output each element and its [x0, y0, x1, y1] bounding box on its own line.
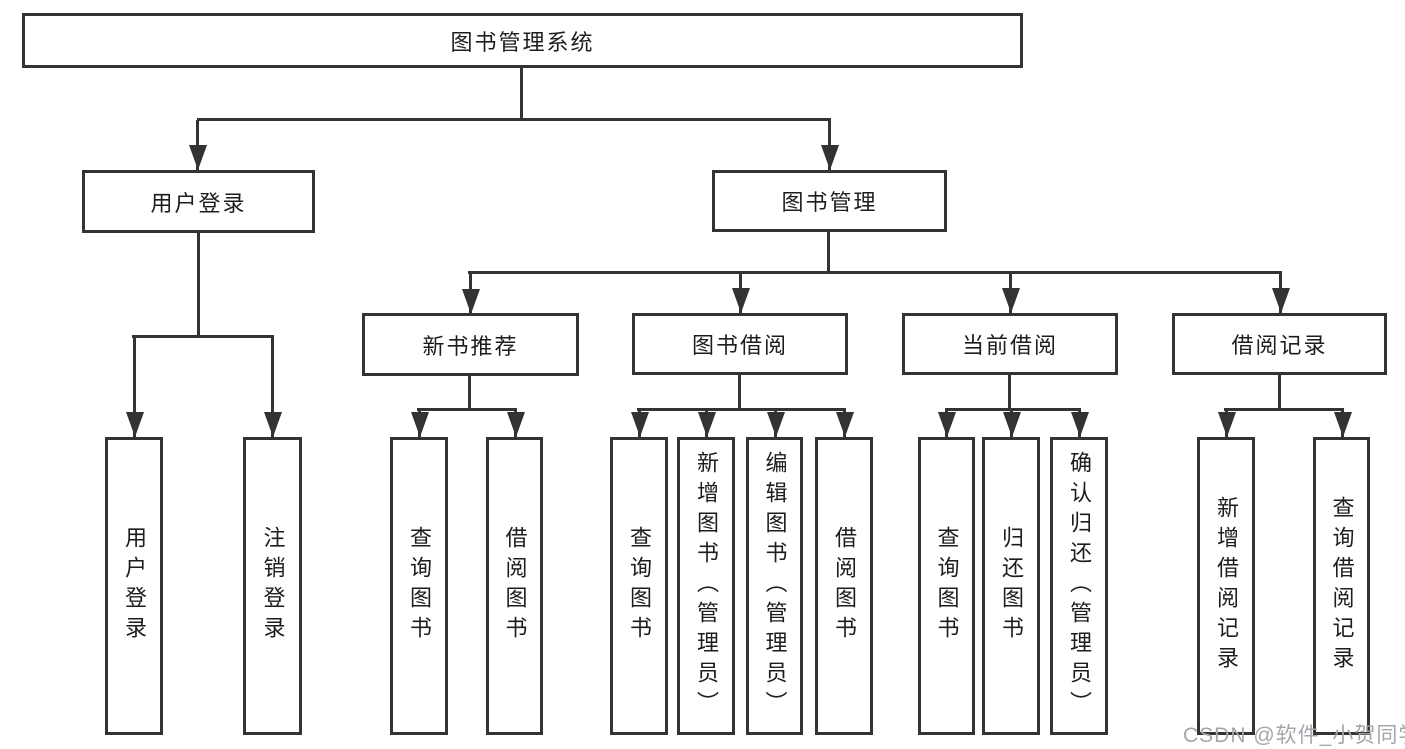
arrow-down-icon [1279, 273, 1282, 313]
arrow-down-icon [271, 337, 274, 437]
leaf-borrow-books: 借阅图书 [815, 437, 873, 735]
leaf-logout: 注销登录 [243, 437, 302, 735]
connector-new-books-junction [417, 408, 517, 411]
node-book-borrowing: 图书借阅 [632, 313, 848, 375]
node-book-management: 图书管理 [712, 170, 947, 232]
connector-book-borrow-stub [738, 375, 741, 410]
arrow-down-icon [774, 410, 777, 437]
arrow-down-icon [843, 410, 846, 437]
arrow-down-icon [133, 337, 136, 437]
leaf-add-books-admin: 新增图书（管理员） [677, 437, 735, 735]
watermark: CSDN @软件_小贺同学 [1183, 724, 1405, 747]
connector-current-borrow-stub [1008, 375, 1011, 410]
node-borrowing-records: 借阅记录 [1172, 313, 1387, 375]
arrow-down-icon [638, 410, 641, 437]
arrow-down-icon [514, 410, 517, 437]
connector-borrow-records-junction [1224, 408, 1344, 411]
arrow-down-icon [418, 410, 421, 437]
connector-borrow-records-stub [1278, 375, 1281, 410]
arrow-down-icon [828, 120, 831, 170]
arrow-down-icon [1341, 410, 1344, 437]
leaf-edit-books-admin: 编辑图书（管理员） [746, 437, 803, 735]
arrow-down-icon [1009, 273, 1012, 313]
leaf-search-books: 查询图书 [610, 437, 668, 735]
connector-root-junction [197, 118, 831, 121]
connector-root-stub [520, 68, 523, 120]
leaf-search-books: 查询图书 [390, 437, 448, 735]
arrow-down-icon [945, 410, 948, 437]
node-user-login-group: 用户登录 [82, 170, 315, 233]
connector-user-login-junction [132, 335, 274, 338]
node-new-book-recommend: 新书推荐 [362, 313, 579, 376]
connector-user-login-stub [197, 233, 200, 337]
leaf-return-books: 归还图书 [982, 437, 1040, 735]
node-current-borrowing: 当前借阅 [902, 313, 1118, 375]
leaf-borrow-books: 借阅图书 [486, 437, 543, 735]
leaf-user-login: 用户登录 [105, 437, 163, 735]
arrow-down-icon [1078, 410, 1081, 437]
arrow-down-icon [196, 120, 199, 170]
connector-current-borrow-junction [945, 408, 1081, 411]
connector-book-borrow-junction [637, 408, 846, 411]
arrow-down-icon [469, 273, 472, 314]
connector-new-books-stub [468, 376, 471, 410]
connector-book-mgmt-stub [827, 232, 830, 273]
arrow-down-icon [1225, 410, 1228, 437]
leaf-search-borrow-record: 查询借阅记录 [1313, 437, 1370, 735]
node-library-system: 图书管理系统 [22, 13, 1023, 68]
arrow-down-icon [739, 273, 742, 313]
leaf-search-books: 查询图书 [918, 437, 975, 735]
leaf-confirm-return-admin: 确认归还（管理员） [1050, 437, 1108, 735]
arrow-down-icon [1010, 410, 1013, 437]
arrow-down-icon [705, 410, 708, 437]
leaf-add-borrow-record: 新增借阅记录 [1197, 437, 1255, 735]
connector-book-mgmt-junction [468, 271, 1282, 274]
